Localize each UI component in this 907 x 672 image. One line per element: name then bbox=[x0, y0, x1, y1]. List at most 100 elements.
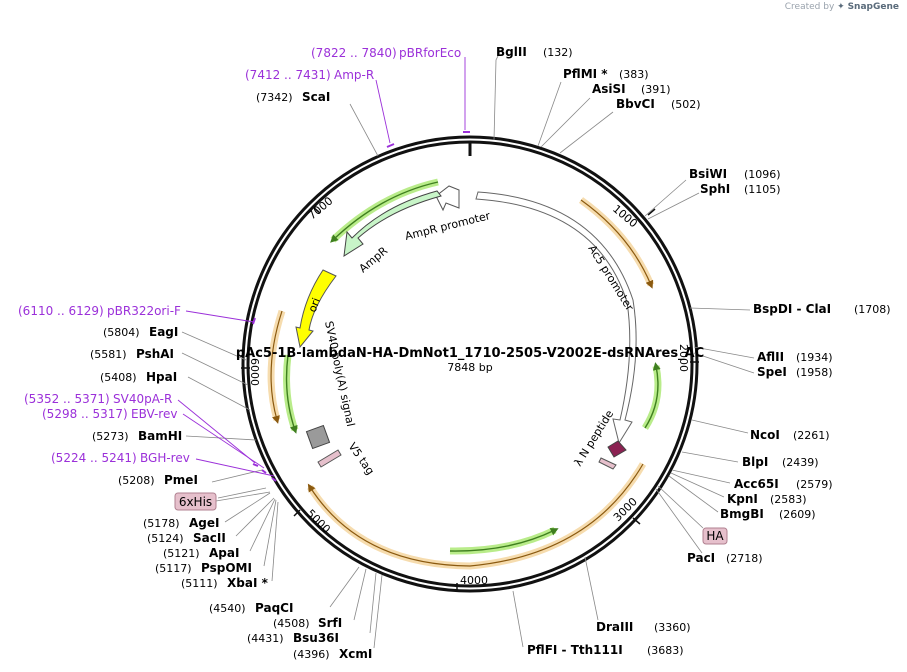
site-ncoi-pos: (2261) bbox=[793, 429, 830, 442]
tick-marks bbox=[241, 206, 699, 592]
site-agei: AgeI bbox=[189, 516, 219, 530]
snapgene-credit: Created by ✦ SnapGene bbox=[785, 2, 899, 12]
feature-label-lambda-n: λ N peptide bbox=[572, 408, 617, 469]
site-bsiwi: BsiWI bbox=[689, 167, 727, 181]
primer-pbrforeco: pBRforEco bbox=[399, 46, 461, 60]
primer-bghrev: BGH-rev bbox=[140, 451, 190, 465]
site-paci: PacI bbox=[687, 551, 715, 565]
site-sacii-pos: (5124) bbox=[147, 532, 184, 545]
site-apai: ApaI bbox=[209, 546, 239, 560]
site-agei-pos: (5178) bbox=[143, 517, 180, 530]
site-bglii: BglII bbox=[496, 45, 527, 59]
site-srfi-pos: (4508) bbox=[273, 617, 310, 630]
site-pmei-pos: (5208) bbox=[118, 474, 155, 487]
tag-6xhis-label: 6xHis bbox=[179, 495, 212, 509]
tag-ha-label: HA bbox=[706, 529, 724, 543]
site-bsu36i-pos: (4431) bbox=[247, 632, 284, 645]
site-pflmi-pos: (383) bbox=[619, 68, 649, 81]
site-pflfi-tth111i: PflFI - Tth111I bbox=[527, 643, 623, 657]
site-xbai-pos: (5111) bbox=[181, 577, 218, 590]
site-bamhi-pos: (5273) bbox=[92, 430, 129, 443]
site-hpai-pos: (5408) bbox=[100, 371, 137, 384]
site-hpai: HpaI bbox=[146, 370, 177, 384]
primer-leader-lines bbox=[177, 57, 466, 477]
site-spei: SpeI bbox=[757, 365, 787, 379]
site-eagi: EagI bbox=[149, 325, 178, 339]
site-blpi: BlpI bbox=[742, 455, 768, 469]
tick-label-2000: 2000 bbox=[677, 344, 690, 372]
site-draiii-pos: (3360) bbox=[654, 621, 691, 634]
site-draiii: DraIII bbox=[596, 620, 633, 634]
credit-prefix: Created by bbox=[784, 2, 835, 12]
tag-ha: HA bbox=[657, 485, 728, 545]
tick-label-4000: 4000 bbox=[460, 574, 488, 587]
feature-label-sv40-polya: SV40 poly(A) signal bbox=[322, 320, 357, 428]
site-spei-pos: (1958) bbox=[796, 366, 833, 379]
site-bbvci: BbvCI bbox=[616, 97, 655, 111]
site-kpni: KpnI bbox=[727, 492, 758, 506]
site-bsu36i: Bsu36I bbox=[293, 631, 339, 645]
lambda-n-marker bbox=[607, 440, 627, 458]
feature-label-v5-tag: V5 tag bbox=[346, 440, 377, 477]
site-bmgbi-pos: (2609) bbox=[779, 508, 816, 521]
site-srfi: SrfI bbox=[318, 616, 342, 630]
backbone-outer-ring bbox=[241, 135, 699, 593]
site-bspdi-clai: BspDI - ClaI bbox=[753, 302, 831, 316]
green-orf-arc-2 bbox=[642, 365, 662, 430]
site-bbvci-pos: (502) bbox=[671, 98, 701, 111]
site-kpni-pos: (2583) bbox=[770, 493, 807, 506]
orf-arc-3 bbox=[267, 309, 286, 421]
primer-ebvrev: EBV-rev bbox=[131, 407, 177, 421]
site-asisi-pos: (391) bbox=[641, 83, 671, 96]
site-scai-pos: (7342) bbox=[256, 91, 293, 104]
primer-sv40pa-range: (5352 .. 5371) bbox=[24, 392, 110, 406]
primer-markers bbox=[252, 131, 470, 482]
site-pspomi-pos: (5117) bbox=[155, 562, 192, 575]
site-pspomi: PspOMI bbox=[201, 561, 252, 575]
primer-pbr322ori-range: (6110 .. 6129) bbox=[18, 304, 104, 318]
site-bglii-pos: (132) bbox=[543, 46, 573, 59]
site-bsiwi-pos: (1096) bbox=[744, 168, 781, 181]
site-pshai-pos: (5581) bbox=[90, 348, 127, 361]
primer-ampr: Amp-R bbox=[334, 68, 374, 82]
primer-pbrforeco-range: (7822 .. 7840) bbox=[311, 46, 397, 60]
feature-label-ori: ori bbox=[306, 296, 323, 314]
site-labels: BglII (132) PflMI * (383) AsiSI (391) Bb… bbox=[90, 45, 891, 661]
plasmid-size: 7848 bp bbox=[447, 361, 492, 374]
ampr-promoter-arrow bbox=[435, 185, 460, 212]
site-paqci: PaqCI bbox=[255, 601, 293, 615]
ori-arrow bbox=[295, 269, 337, 349]
snapgene-logo-icon: ✦ bbox=[837, 2, 845, 12]
site-blpi-pos: (2439) bbox=[782, 456, 819, 469]
site-scai: ScaI bbox=[302, 90, 330, 104]
site-xcmi: XcmI bbox=[339, 647, 372, 661]
tick-label-6000: 6000 bbox=[248, 358, 261, 386]
site-pshai: PshAI bbox=[136, 347, 174, 361]
site-sacii: SacII bbox=[193, 531, 226, 545]
primer-sv40pa: SV40pA-R bbox=[113, 392, 172, 406]
primer-labels: (7822 .. 7840) pBRforEco (7412 .. 7431) … bbox=[18, 46, 461, 465]
site-leader-lines bbox=[181, 51, 755, 649]
credit-brand: SnapGene bbox=[847, 2, 899, 12]
site-paci-pos: (2718) bbox=[726, 552, 763, 565]
plasmid-name: pAc5-1B-lambdaN-HA-DmNot1_1710-2505-V200… bbox=[236, 346, 704, 361]
site-eagi-pos: (5804) bbox=[103, 326, 140, 339]
sv40-polya-box bbox=[305, 424, 331, 450]
site-ncoi: NcoI bbox=[750, 428, 780, 442]
site-aflii: AflII bbox=[757, 350, 784, 364]
v5-tag-marker bbox=[317, 449, 342, 468]
tag-6xhis: 6xHis bbox=[174, 491, 271, 511]
feature-label-ampr: AmpR bbox=[357, 244, 391, 275]
site-apai-pos: (5121) bbox=[163, 547, 200, 560]
site-asisi: AsiSI bbox=[592, 82, 626, 96]
site-bamhi: BamHI bbox=[138, 429, 182, 443]
primer-ampr-range: (7412 .. 7431) bbox=[245, 68, 331, 82]
site-pflfi-tth111i-pos: (3683) bbox=[647, 644, 684, 657]
site-paqci-pos: (4540) bbox=[209, 602, 246, 615]
site-acc65i: Acc65I bbox=[734, 477, 779, 491]
primer-pbr322ori: pBR322ori-F bbox=[107, 304, 181, 318]
primer-bghrev-range: (5224 .. 5241) bbox=[51, 451, 137, 465]
ampr-gene-arrow bbox=[343, 190, 442, 257]
primer-ebvrev-range: (5298 .. 5317) bbox=[42, 407, 128, 421]
